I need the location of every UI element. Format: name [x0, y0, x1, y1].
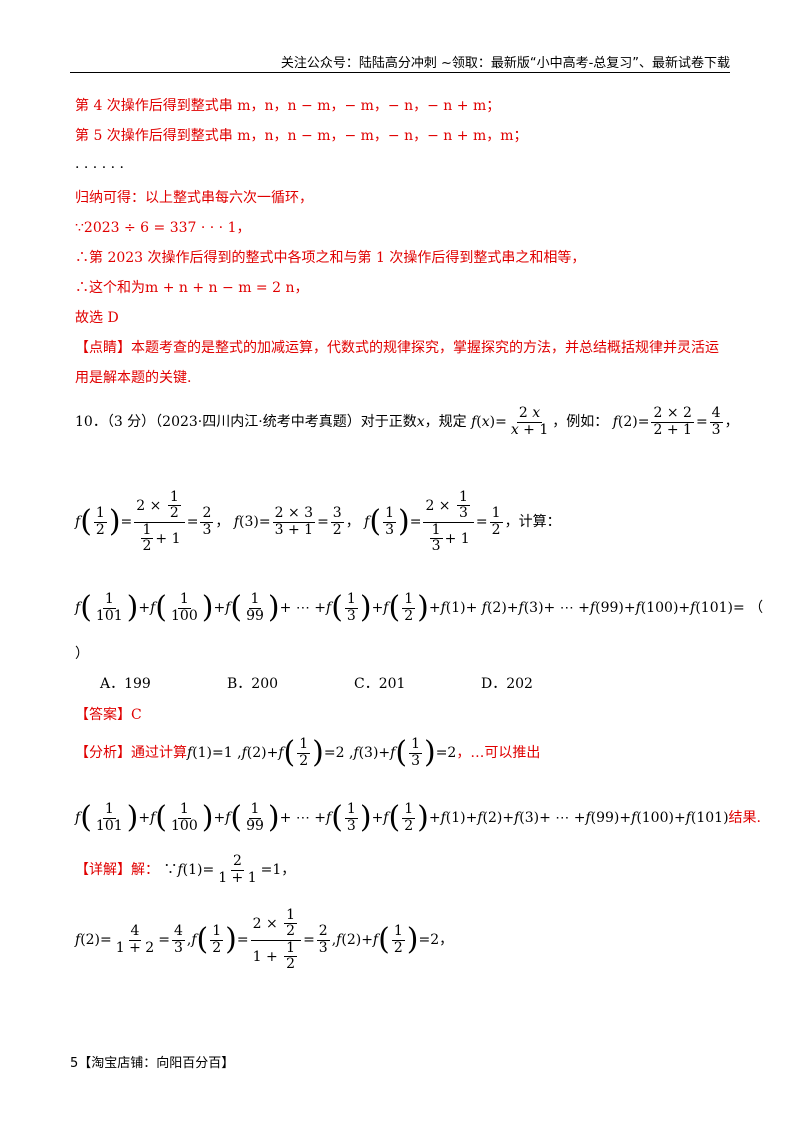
analysis-label: 【分析】: [75, 745, 131, 761]
option-d[interactable]: D．202: [481, 676, 533, 692]
line-op4: 第 4 次操作后得到整式串 m，n，n − m，− m，− n，− n + m；: [75, 98, 501, 114]
line-comment2: 用是解本题的关键.: [75, 370, 192, 386]
line-induce: 归纳可得：以上整式串每六次一循环，: [75, 190, 313, 206]
option-a[interactable]: A．199: [100, 676, 151, 692]
option-c[interactable]: C．201: [354, 676, 406, 692]
question-intro: 10．（3 分）（2023·四川内江·统考中考真题）对于正数: [75, 414, 417, 430]
line-div: ∵2023 ÷ 6 = 337 · · · 1，: [75, 220, 251, 236]
page-footer: 5【淘宝店铺：向阳百分百】: [70, 1056, 235, 1071]
header-divider: [70, 72, 730, 73]
analysis-result: 结果.: [728, 810, 761, 826]
question-example: ，例如：: [552, 414, 609, 430]
answer-line: 【答案】C: [75, 707, 142, 723]
question-close-paren: ）: [75, 646, 89, 662]
options-row: A．199 B．200 C．201 D．202: [100, 674, 608, 694]
page-header: 关注公众号：陆陆高分冲刺 ~领取：最新版“小中高考-总复习”、最新试卷下载: [280, 56, 730, 71]
line-therefore2: ∴这个和为m + n + n − m = 2 n，: [75, 280, 309, 296]
line-comment1: 【点睛】本题考查的是整式的加减运算，代数式的规律探究，掌握探究的方法，并总结概括…: [75, 340, 719, 356]
line-choose: 故选 D: [75, 310, 119, 326]
question-calc: ，计算：: [504, 514, 561, 530]
line-dots: · · · · · ·: [75, 160, 124, 176]
line-therefore1: ∴第 2023 次操作后得到的整式中各项之和与第 1 次操作后得到整式串之和相等…: [75, 250, 586, 266]
question-10-stem: 10．（3 分）（2023·四川内江·统考中考真题）对于正数x，规定 f(x)=…: [75, 405, 739, 438]
detail-text: 解：: [131, 862, 159, 878]
question-mid: ，规定: [424, 414, 467, 430]
analysis-text2: ，…可以推出: [456, 745, 541, 761]
line-op5: 第 5 次操作后得到整式串 m，n，n − m，− m，− n，− n + m，…: [75, 128, 528, 144]
analysis-text: 通过计算: [131, 745, 187, 761]
option-b[interactable]: B．200: [227, 676, 279, 692]
detail-label: 【详解】: [75, 862, 131, 878]
